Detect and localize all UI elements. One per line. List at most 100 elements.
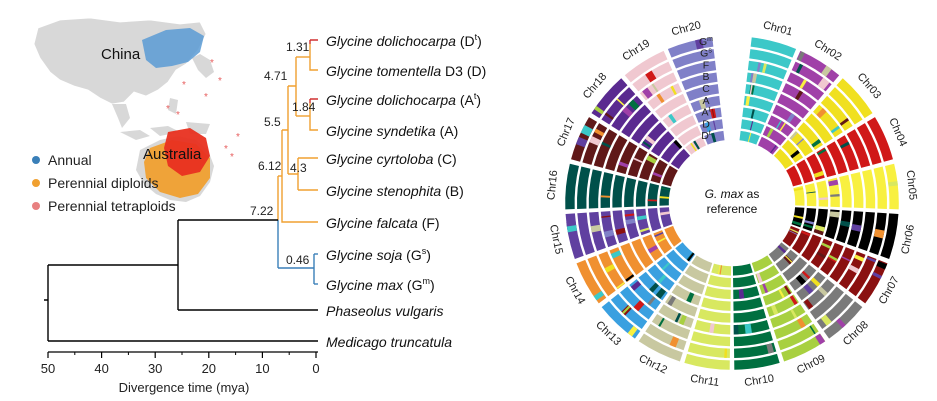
rearrangement-block bbox=[803, 283, 814, 295]
rearrangement-block bbox=[660, 187, 671, 191]
rearrangement-block bbox=[625, 274, 635, 282]
synteny-ring-segment bbox=[624, 50, 668, 83]
australia-range-inner bbox=[164, 128, 210, 176]
rearrangement-block bbox=[580, 124, 593, 137]
synteny-ring-segment bbox=[598, 251, 626, 290]
synteny-ring-segment bbox=[684, 353, 730, 370]
node-phaseoleae bbox=[48, 220, 179, 310]
chromosome-label: Chr17 bbox=[555, 116, 578, 148]
chromosome-sector-chr12 bbox=[638, 255, 713, 362]
rearrangement-block bbox=[593, 238, 604, 245]
synteny-ring-segment bbox=[732, 263, 753, 276]
synteny-ring-segment bbox=[777, 323, 819, 351]
synteny-ring-segment bbox=[666, 249, 689, 272]
taxon-label: Glycine stenophita (B) bbox=[326, 183, 464, 199]
rearrangement-block bbox=[628, 99, 640, 111]
rearrangement-block bbox=[656, 237, 667, 244]
rearrangement-block bbox=[778, 288, 785, 299]
rearrangement-block bbox=[799, 79, 807, 89]
rearrangement-block bbox=[622, 305, 631, 314]
rearrangement-block bbox=[627, 325, 638, 337]
chromosome-label: Chr01 bbox=[762, 19, 794, 38]
rearrangement-block bbox=[839, 141, 850, 149]
synteny-ring-segment bbox=[770, 304, 806, 328]
synteny-ring-segment bbox=[786, 165, 803, 187]
rearrangement-block bbox=[668, 113, 677, 124]
synteny-ring-segment bbox=[796, 271, 826, 301]
rearrangement-block bbox=[809, 238, 820, 247]
rearrangement-block bbox=[566, 225, 578, 233]
synteny-ring-segment bbox=[850, 172, 864, 209]
rearrangement-block bbox=[654, 231, 664, 238]
rearrangement-block bbox=[670, 85, 677, 96]
synteny-ring-segment bbox=[659, 185, 671, 206]
rearrangement-block bbox=[750, 109, 755, 119]
rearrangement-block bbox=[795, 274, 806, 286]
rearrangement-block bbox=[817, 77, 830, 90]
synteny-ring-segment bbox=[684, 265, 709, 284]
rearrangement-block bbox=[649, 282, 659, 293]
rearrangement-block bbox=[618, 161, 629, 168]
taxon-label: Glycine max (Gm) bbox=[326, 276, 435, 293]
rearrangement-block bbox=[797, 51, 805, 62]
synteny-ring-segment bbox=[612, 174, 625, 208]
rearrangement-block bbox=[851, 224, 862, 232]
synteny-ring-segment bbox=[699, 119, 724, 134]
rearrangement-block bbox=[601, 215, 611, 218]
chromosome-sector-chr11 bbox=[684, 263, 732, 370]
rearrangement-block bbox=[724, 348, 728, 358]
rearrangement-block bbox=[830, 125, 840, 134]
rearrangement-block bbox=[624, 213, 635, 217]
tip-falcata bbox=[281, 130, 318, 223]
island-markers: ** ** ** ** * bbox=[166, 58, 240, 163]
rearrangement-block bbox=[821, 242, 831, 249]
synteny-ring-segment bbox=[678, 274, 705, 295]
genome-label: B bbox=[702, 71, 709, 83]
legend-label-perennial-tetraploids: Perennial tetraploids bbox=[48, 198, 176, 214]
chromosome-sector-chr02 bbox=[757, 50, 840, 155]
synteny-ring-segment bbox=[805, 113, 833, 144]
synteny-ring-segment bbox=[804, 183, 817, 207]
rearrangement-block bbox=[872, 271, 882, 280]
synteny-ring-segment bbox=[781, 333, 826, 362]
axis-tick-label: 20 bbox=[202, 361, 216, 376]
chromosome-sector-chr20 bbox=[667, 37, 725, 145]
rearrangement-block bbox=[647, 244, 659, 254]
rearrangement-block bbox=[770, 304, 779, 315]
rearrangement-block bbox=[712, 120, 717, 130]
rearrangement-block bbox=[749, 121, 754, 131]
rearrangement-block bbox=[817, 148, 827, 156]
rearrangement-block bbox=[594, 105, 604, 115]
rearrangement-block bbox=[711, 108, 715, 119]
rearrangement-block bbox=[636, 215, 647, 221]
synteny-ring-segment bbox=[836, 135, 859, 171]
synteny-ring-segment bbox=[621, 104, 651, 138]
synteny-ring-segment bbox=[803, 279, 835, 310]
rearrangement-block bbox=[738, 289, 745, 299]
rearrangement-block bbox=[658, 317, 665, 327]
taxon-label: Glycine syndetika (A) bbox=[326, 123, 458, 139]
synteny-ring-segment bbox=[635, 180, 648, 207]
rearrangement-block bbox=[749, 84, 753, 95]
synteny-ring-segment bbox=[789, 131, 813, 157]
synteny-ring-segment bbox=[751, 255, 773, 272]
synteny-ring-segment bbox=[672, 49, 715, 69]
rearrangement-block bbox=[788, 230, 798, 236]
annual-clade bbox=[277, 220, 318, 285]
rearrangement-block bbox=[687, 252, 695, 262]
rearrangement-block bbox=[854, 254, 865, 262]
synteny-ring-segment bbox=[857, 259, 888, 304]
rearrangement-block bbox=[818, 286, 828, 297]
rearrangement-block bbox=[813, 170, 824, 178]
rearrangement-block bbox=[589, 136, 601, 146]
chromosome-sector-chr04 bbox=[786, 117, 893, 187]
chromosome-sector-chr10 bbox=[732, 263, 780, 370]
rearrangement-block bbox=[801, 270, 811, 280]
rearrangement-block bbox=[645, 70, 657, 83]
synteny-ring-segment bbox=[734, 353, 780, 370]
rearrangement-block bbox=[694, 38, 704, 50]
synteny-ring-segment bbox=[681, 72, 718, 91]
synteny-ring-segment bbox=[691, 331, 731, 347]
